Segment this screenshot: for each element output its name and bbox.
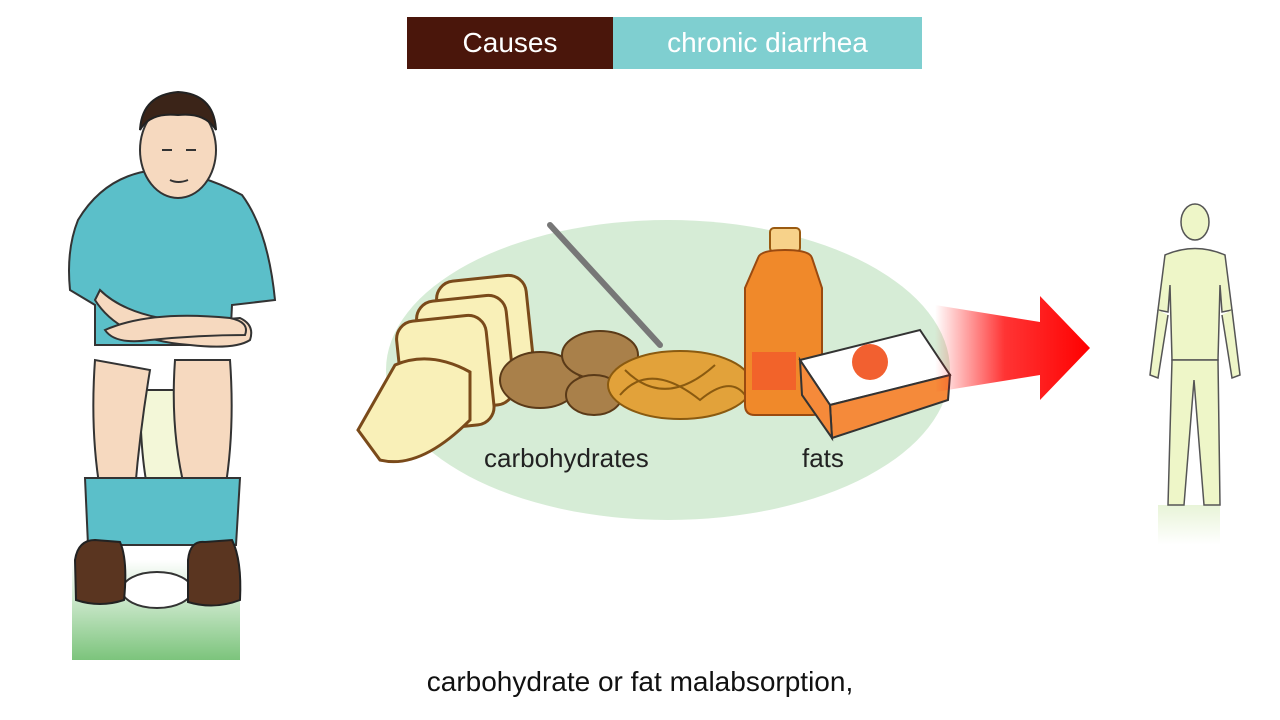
title-topic: chronic diarrhea: [613, 17, 922, 69]
food-group: [356, 220, 952, 520]
carbohydrates-label: carbohydrates: [484, 443, 649, 473]
title-bar: Causes chronic diarrhea: [407, 17, 922, 69]
thin-person-illustration: [1149, 203, 1241, 545]
red-arrow-icon: [935, 296, 1090, 400]
fats-label: fats: [802, 443, 844, 473]
pasta-fork-icon: [547, 222, 753, 420]
toilet-man-illustration: [68, 90, 277, 660]
title-causes: Causes: [407, 17, 613, 69]
butter-tub-icon: [798, 328, 952, 442]
caption-subtitle: carbohydrate or fat malabsorption,: [426, 666, 854, 697]
